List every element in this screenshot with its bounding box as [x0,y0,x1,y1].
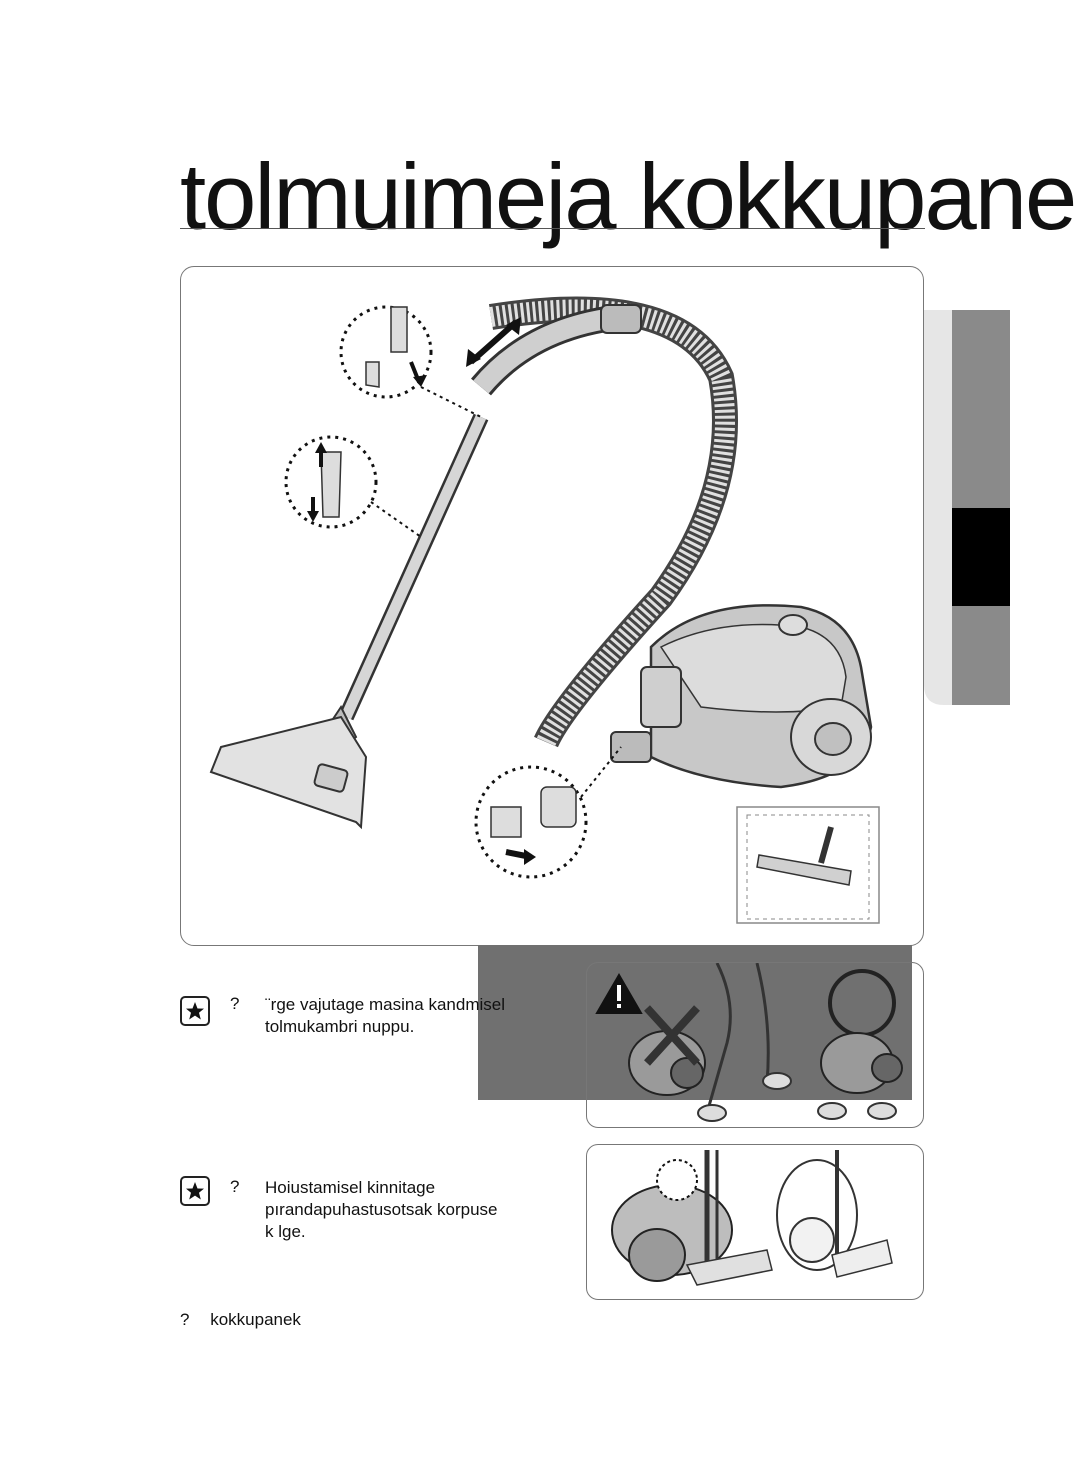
storage-illustration [586,1144,924,1300]
star-icon [180,996,210,1026]
note-line: ¨rge vajutage masina kandmisel [265,995,506,1014]
note-text: ¨rge vajutage masina kandmisel tolmukamb… [265,994,505,1038]
caution-illustration [586,962,924,1128]
note-line: tolmukambri nuppu. [265,1017,415,1036]
title-underline [180,228,925,229]
page-title: tolmuimeja kokkupanek [180,144,1080,249]
footer-label: kokkupanek [210,1310,301,1329]
prohibited-icon [828,969,896,1037]
page-footer: ? kokkupanek [180,1310,301,1330]
section-tab [924,310,1010,705]
footer-glyph: ? [180,1310,190,1329]
note-line: k lge. [265,1222,306,1241]
star-icon [180,1176,210,1206]
note-text: Hoiustamisel kinnitage pırandapuhastusot… [265,1177,498,1243]
assembly-diagram [180,266,924,946]
note-line: pırandapuhastusotsak korpuse [265,1200,498,1219]
note-bullet: ? [230,1177,240,1196]
note-bullet: ? [230,994,240,1013]
note-line: Hoiustamisel kinnitage [265,1178,436,1197]
